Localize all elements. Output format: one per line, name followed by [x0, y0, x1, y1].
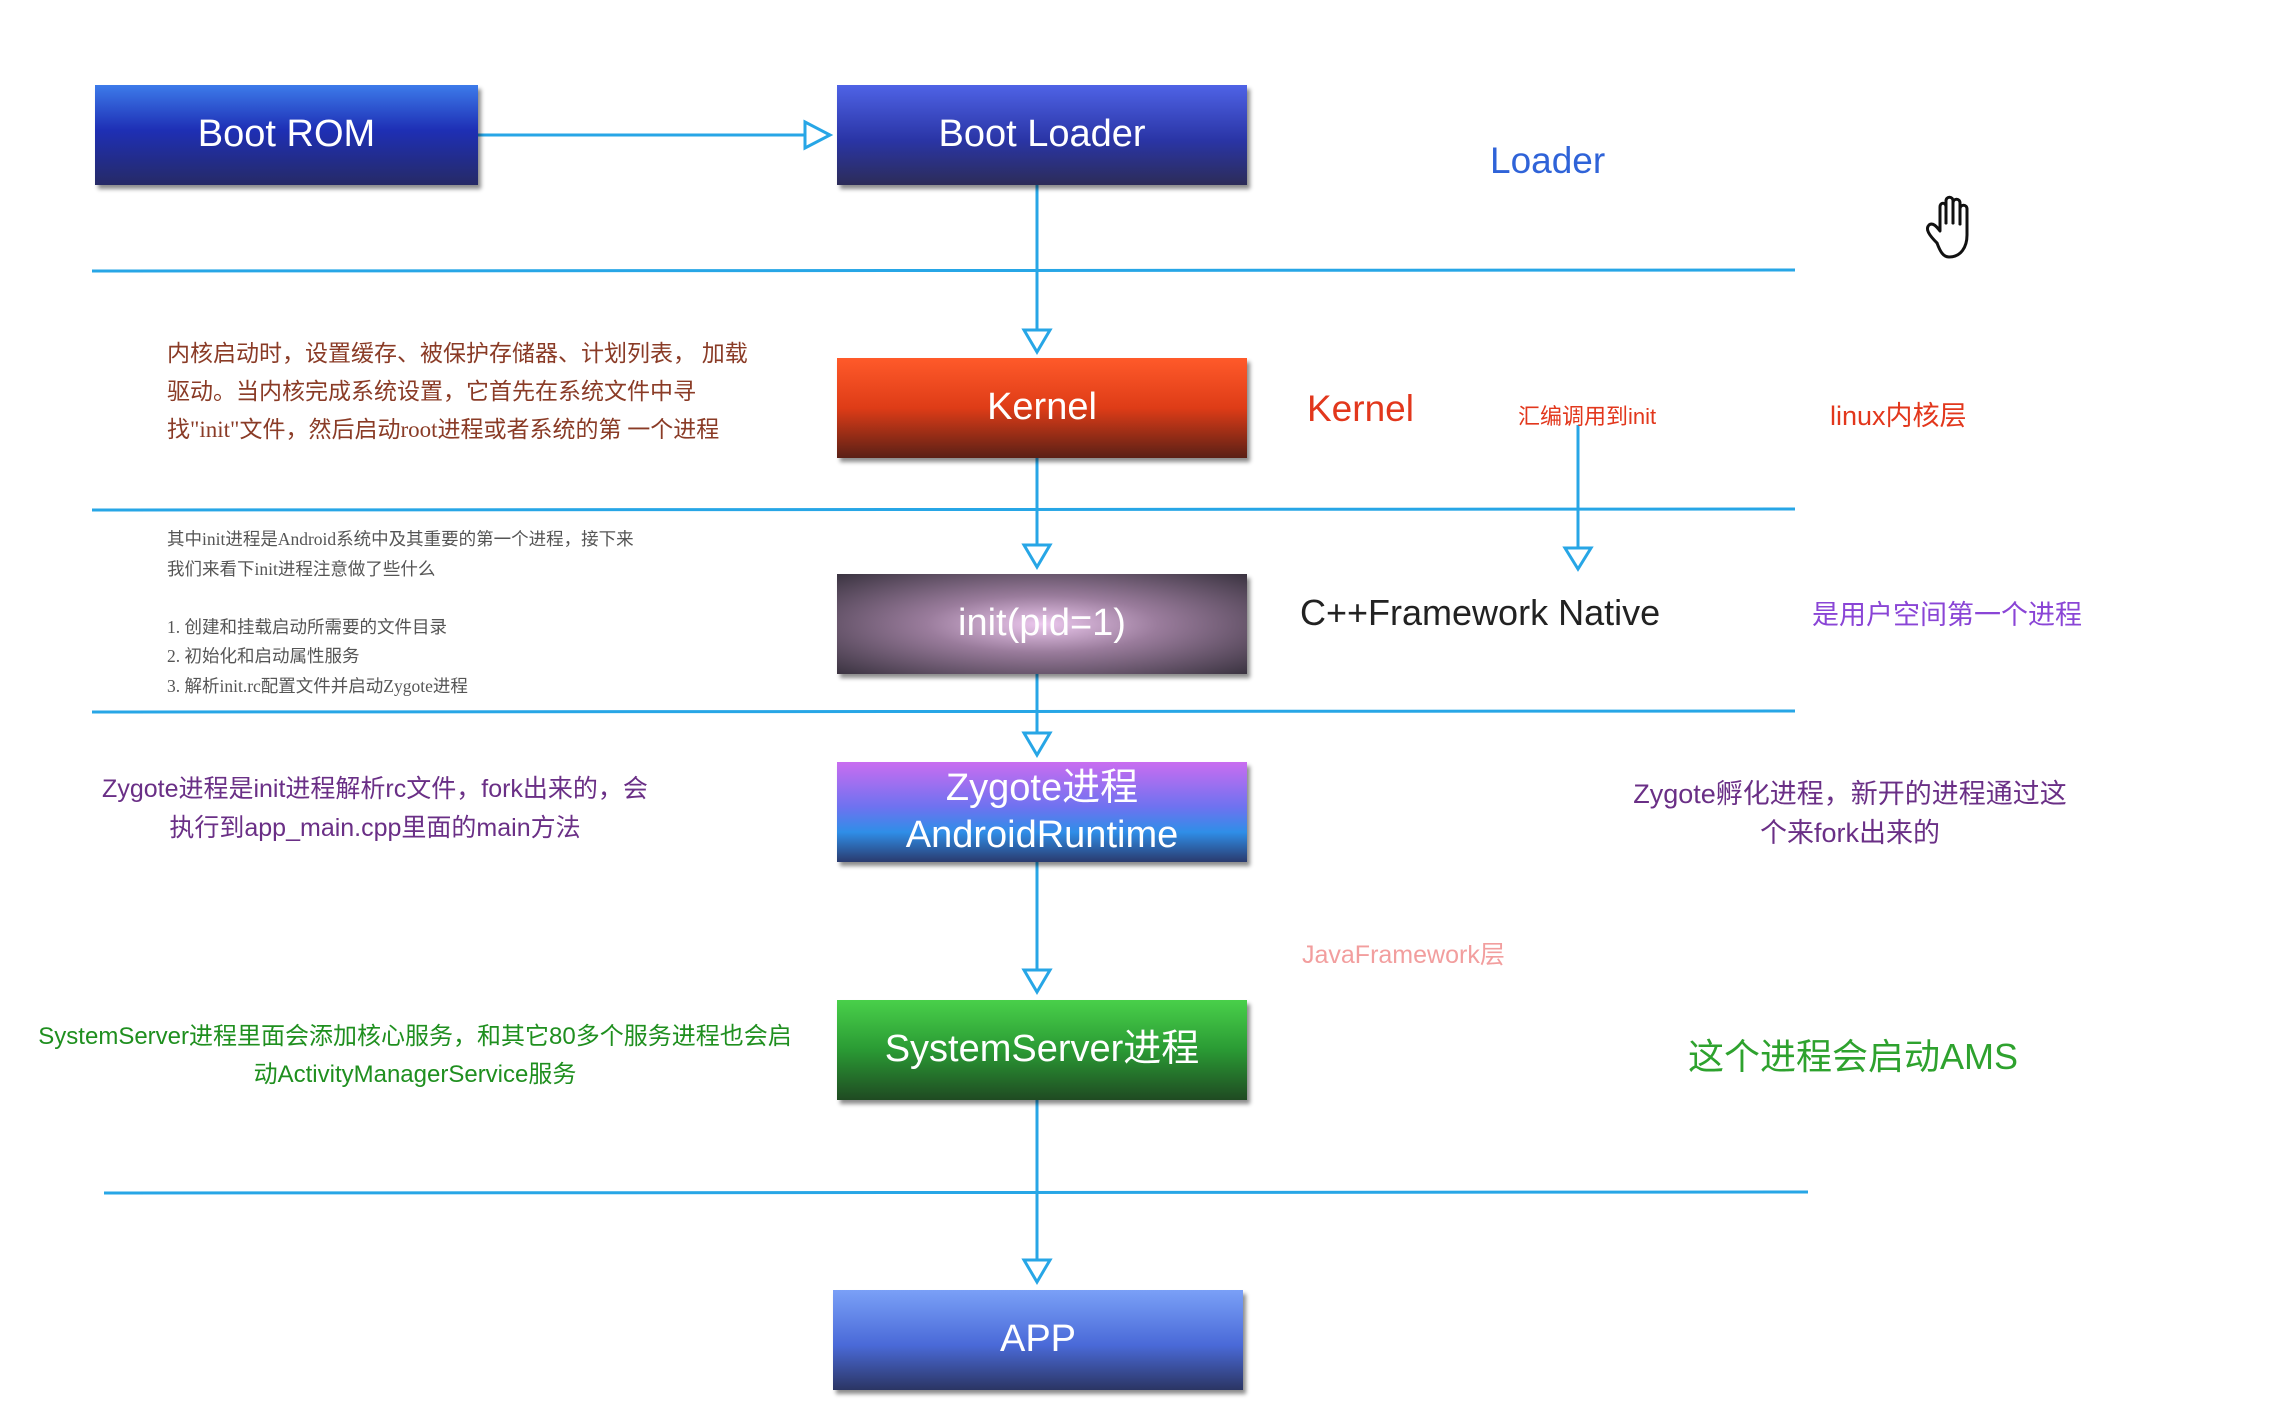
- boot-loader-box: Boot Loader: [837, 85, 1247, 185]
- separator-line: [91, 709, 1796, 714]
- hand-cursor-icon: [1925, 195, 1969, 259]
- kernel-layer-label: Kernel: [1307, 388, 1414, 429]
- java-framework-layer-label: JavaFramework层: [1302, 941, 1505, 969]
- zygote-label: Zygote进程: [945, 766, 1139, 809]
- kernel-label: Kernel: [987, 386, 1097, 429]
- separator-line: [91, 268, 1796, 273]
- init-step: 2. 初始化和启动属性服务: [167, 646, 360, 667]
- zygote-fork-note: Zygote孵化进程，新开的进程通过这个来fork出来的: [1633, 779, 2067, 849]
- system-server-label: SystemServer进程: [884, 1028, 1200, 1071]
- zygote-box: Zygote进程 AndroidRuntime: [837, 762, 1247, 862]
- start-ams-label: 这个进程会启动AMS: [1688, 1036, 2019, 1077]
- asm-to-init-note: 汇编调用到init: [1518, 404, 1657, 429]
- android-runtime-label: AndroidRuntime: [905, 814, 1179, 856]
- arrow-head: [1021, 968, 1053, 995]
- first-user-process-label: 是用户空间第一个进程: [1812, 600, 2082, 630]
- init-label: init(pid=1): [958, 602, 1126, 645]
- init-step: 3. 解析init.rc配置文件并启动Zygote进程: [167, 676, 468, 696]
- loader-layer-label: Loader: [1490, 140, 1606, 181]
- init-box: init(pid=1): [837, 574, 1247, 674]
- app-label: APP: [999, 1318, 1077, 1361]
- init-description-block: 其中init进程是Android系统中及其重要的第一个进程，接下来我们来看下in…: [167, 525, 637, 702]
- boot-rom-label: Boot ROM: [197, 113, 376, 156]
- arrow-head: [1562, 546, 1594, 572]
- arrow-head: [1021, 328, 1053, 355]
- init-description: 其中init进程是Android系统中及其重要的第一个进程，接下来我们来看下in…: [167, 529, 634, 579]
- cpp-framework-native-label: C++Framework Native: [1300, 592, 1661, 633]
- linux-kernel-layer-label: linux内核层: [1830, 401, 1967, 431]
- separator-line: [91, 507, 1796, 512]
- zygote-description: Zygote进程是init进程解析rc文件，fork出来的，会执行到app_ma…: [102, 775, 648, 842]
- init-step: 1. 创建和挂载启动所需要的文件目录: [167, 616, 447, 637]
- kernel-box: Kernel: [837, 358, 1247, 458]
- app-box: APP: [833, 1290, 1243, 1390]
- init-steps-list: 1. 创建和挂载启动所需要的文件目录 2. 初始化和启动属性服务 3. 解析in…: [167, 613, 637, 702]
- kernel-description: 内核启动时，设置缓存、被保护存储器、计划列表， 加载驱动。当内核完成系统设置，它…: [167, 341, 748, 442]
- arrow-head: [1021, 731, 1053, 758]
- arrow-head: [1021, 543, 1053, 570]
- separator-line: [103, 1190, 1809, 1195]
- system-server-box: SystemServer进程: [837, 1000, 1247, 1100]
- arrow-head: [803, 119, 834, 151]
- boot-loader-label: Boot Loader: [938, 113, 1146, 156]
- arrow-head: [1021, 1258, 1053, 1285]
- boot-rom-box: Boot ROM: [95, 85, 478, 185]
- system-server-description: SystemServer进程里面会添加核心服务，和其它80多个服务进程也会启动A…: [38, 1023, 792, 1089]
